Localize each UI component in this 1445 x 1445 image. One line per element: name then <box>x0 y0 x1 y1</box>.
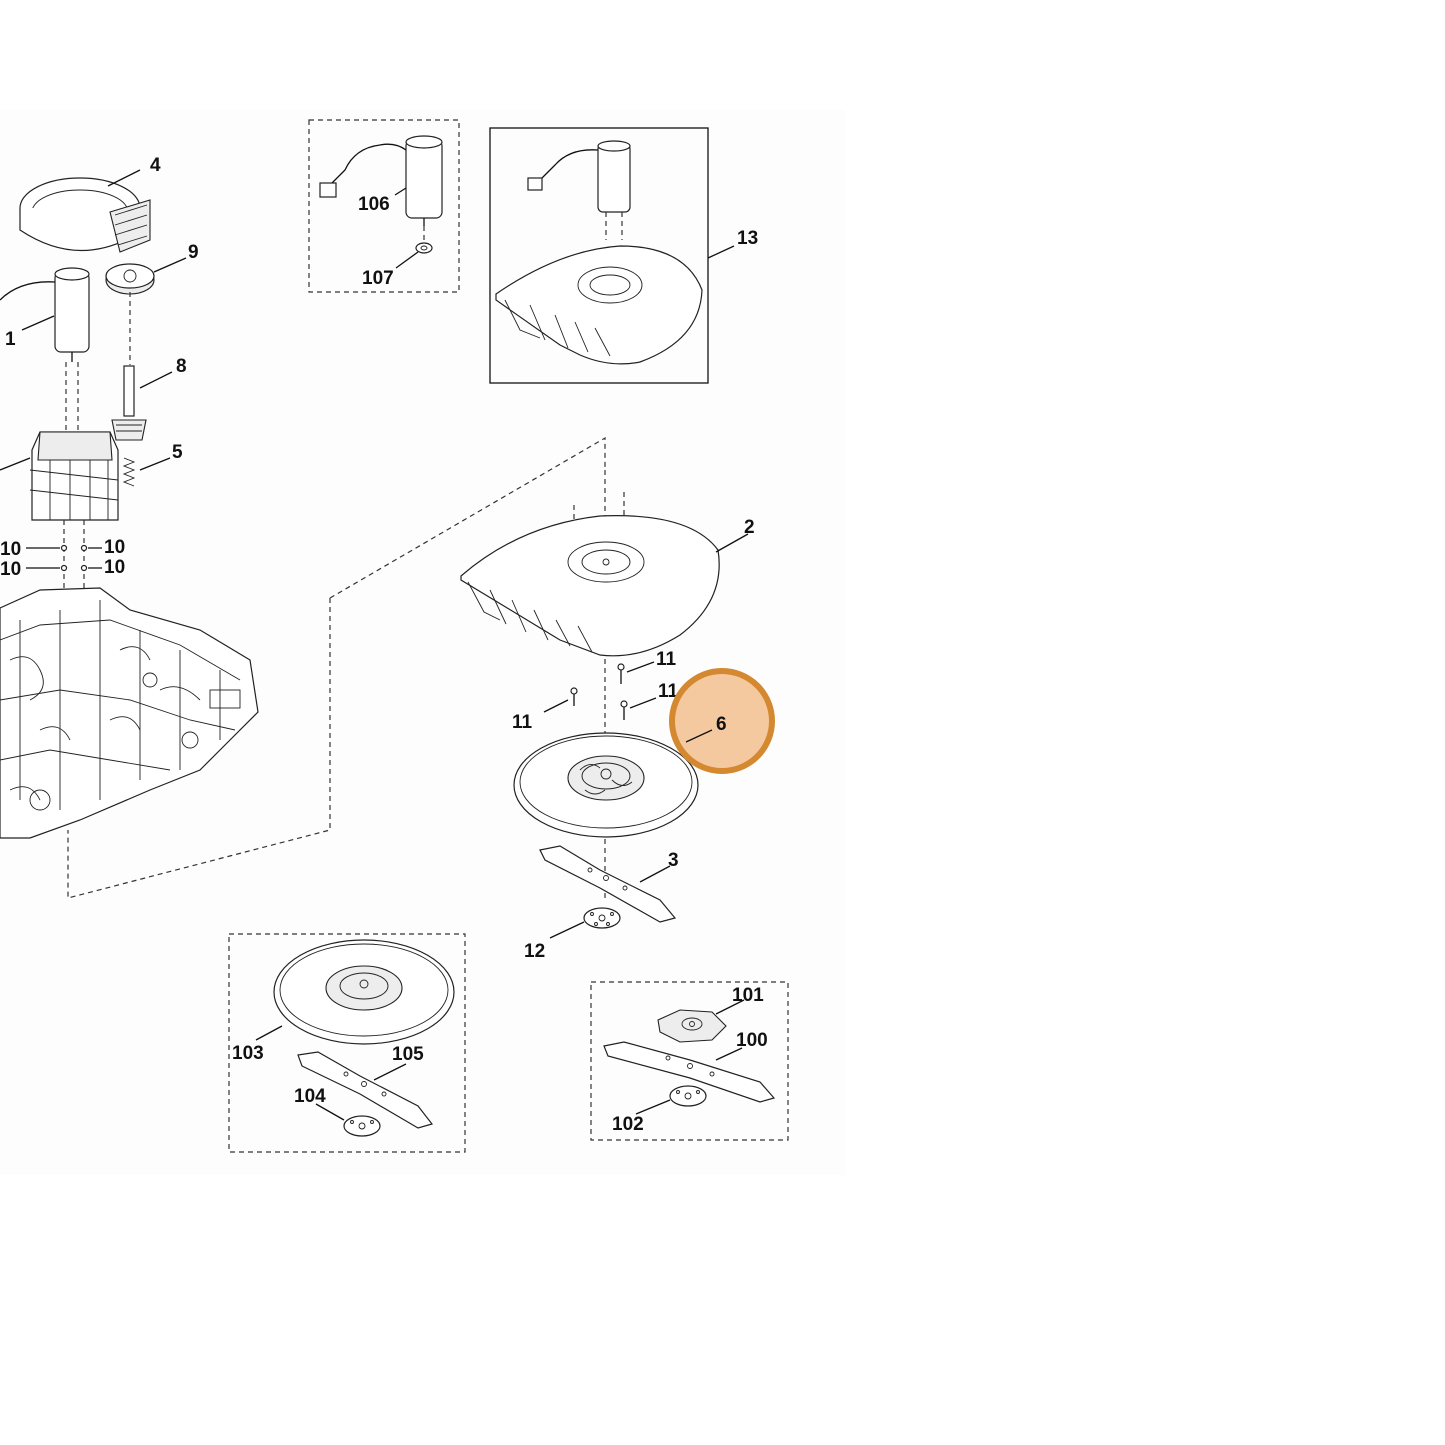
part-107-washer <box>395 242 433 269</box>
label-9: 9 <box>188 242 199 263</box>
label-101: 101 <box>732 985 764 1006</box>
part-100-blade <box>603 1041 776 1103</box>
label-11b: 11 <box>658 681 679 702</box>
part-5-spring <box>122 457 171 487</box>
label-1: 1 <box>5 329 16 350</box>
label-5: 5 <box>172 442 183 463</box>
part-6-cutting-disc <box>513 732 699 838</box>
label-4: 4 <box>150 155 161 176</box>
box-13 <box>489 127 709 384</box>
label-13: 13 <box>737 228 758 249</box>
part-1-motor <box>0 267 90 440</box>
part-106-motor <box>319 135 443 242</box>
screws-10 <box>26 544 102 572</box>
part-104-washer-plate <box>315 1103 381 1137</box>
label-100: 100 <box>736 1030 768 1051</box>
mower-chassis <box>0 587 259 839</box>
part-3-blade <box>539 845 677 923</box>
label-12: 12 <box>524 941 545 962</box>
assembly-boundary <box>67 436 606 899</box>
part-102-washer-plate <box>635 1085 707 1115</box>
part-9-gear-hub <box>105 257 187 365</box>
label-6: 6 <box>716 714 727 735</box>
highlight-ring-6[interactable] <box>669 668 775 774</box>
label-104: 104 <box>294 1086 326 1107</box>
label-10b: 10 <box>0 559 21 580</box>
label-106: 106 <box>358 194 390 215</box>
box-100-101-102 <box>590 981 789 1141</box>
screws-11 <box>543 661 657 720</box>
label-105: 105 <box>392 1044 424 1065</box>
label-107: 107 <box>362 268 394 289</box>
part-8-shaft <box>111 365 173 441</box>
motor-housing <box>0 431 119 720</box>
part-101-hub <box>657 999 745 1043</box>
label-10d: 10 <box>104 557 125 578</box>
label-10a: 10 <box>0 539 21 560</box>
box-106-107 <box>308 119 460 293</box>
label-2: 2 <box>744 517 755 538</box>
label-11c: 11 <box>512 712 533 733</box>
label-11a: 11 <box>656 649 677 670</box>
part-2-deck <box>460 492 749 657</box>
part-105-blade <box>297 1051 434 1129</box>
box-103-104-105 <box>228 933 466 1153</box>
part-103-cutting-disc <box>255 939 455 1045</box>
label-10c: 10 <box>104 537 125 558</box>
part-12-washer-plate <box>549 907 621 939</box>
label-102: 102 <box>612 1114 644 1135</box>
part-4-gear-ring <box>19 169 151 253</box>
label-103: 103 <box>232 1043 264 1064</box>
label-8: 8 <box>176 356 187 377</box>
part-13-deck-with-motor <box>495 140 735 365</box>
label-3: 3 <box>668 850 679 871</box>
